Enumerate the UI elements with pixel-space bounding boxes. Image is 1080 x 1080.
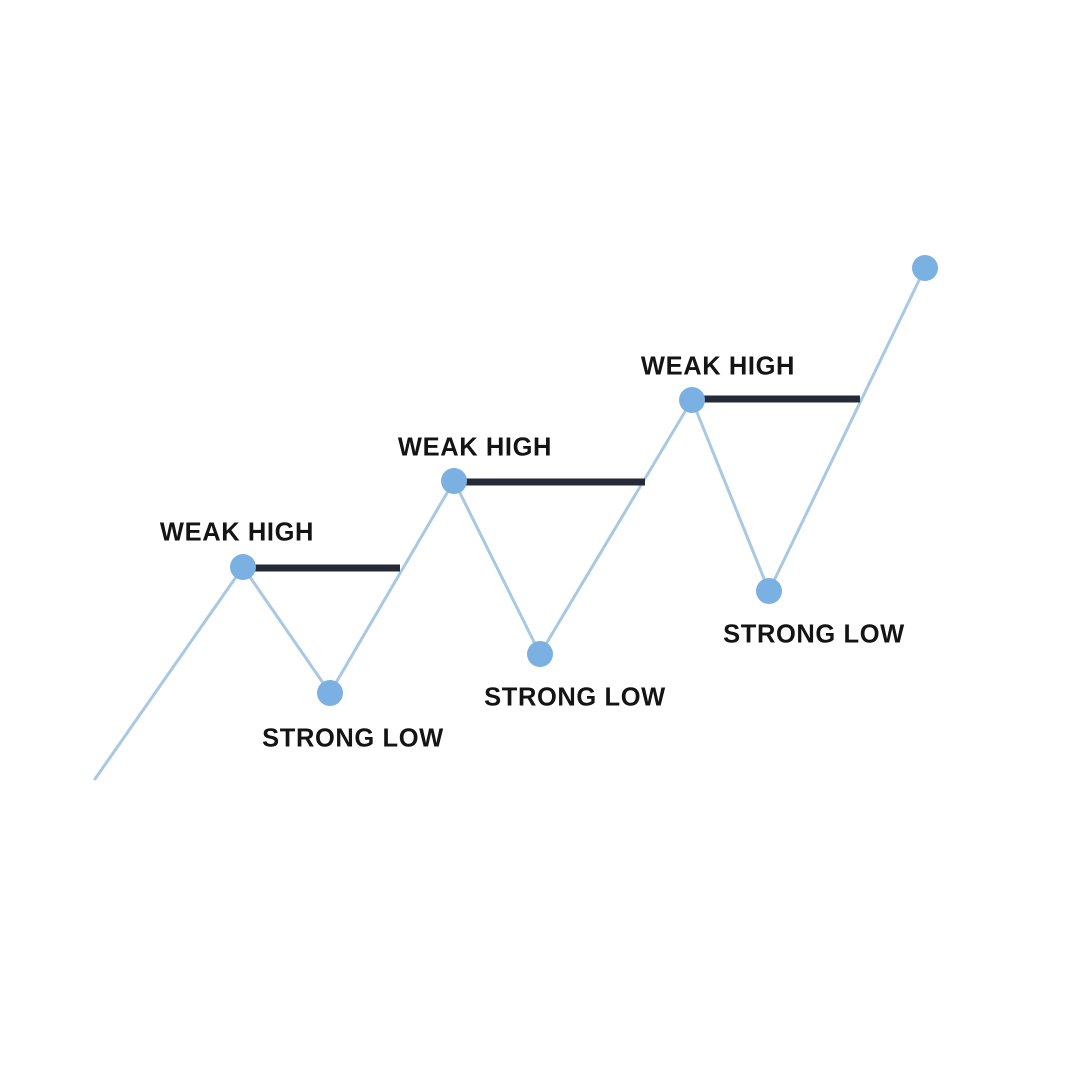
price-polyline	[93, 266, 927, 781]
swing-high-marker[interactable]	[230, 554, 256, 580]
resistance-level-lines-group	[252, 395, 860, 572]
annotation-label-strong-low-3: STRONG LOW	[723, 620, 905, 649]
annotation-label-weak-high-2: WEAK HIGH	[397, 433, 553, 462]
swing-low-marker[interactable]	[756, 578, 782, 604]
annotation-label-strong-low-2: STRONG LOW	[484, 683, 666, 712]
swing-high-marker[interactable]	[679, 387, 705, 413]
annotation-label-weak-high-1: WEAK HIGH	[159, 518, 315, 547]
swing-low-marker[interactable]	[527, 641, 553, 667]
swing-high-marker[interactable]	[441, 468, 467, 494]
swing-low-marker[interactable]	[317, 680, 343, 706]
annotation-label-strong-low-1: STRONG LOW	[262, 724, 444, 753]
annotation-label-weak-high-3: WEAK HIGH	[640, 352, 796, 381]
swing-point-markers-group	[230, 255, 938, 706]
endpoint-marker[interactable]	[912, 255, 938, 281]
price-line-group	[93, 266, 927, 781]
